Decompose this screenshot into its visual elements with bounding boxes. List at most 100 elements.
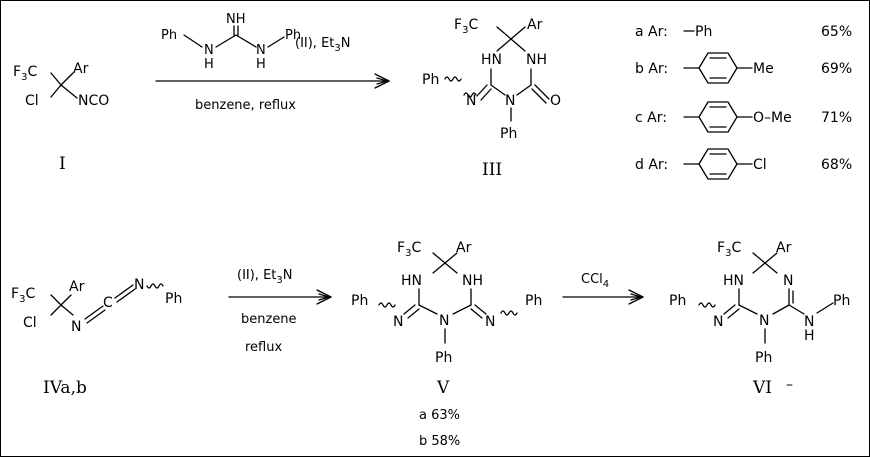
n-right-label: N [485,314,495,330]
cl-label: Cl [23,315,37,331]
cf3-c: C [468,17,478,33]
hn-label: HN [723,273,744,289]
n-ring-label: N [759,313,769,329]
compound-III: F3C Ar HN NH N O N Ph Ph III [422,17,561,180]
wavy-bond [444,76,462,82]
substituent-label: Me [753,61,774,77]
svg-text:F3C: F3C [717,240,741,259]
double-bond [534,84,550,100]
ccl4-subscript: 4 [603,279,609,290]
double-bond [84,305,104,320]
compound-IVab: F3C Ar Cl N C N Ph IVa,b [11,277,182,398]
arrow-head [376,80,388,85]
ar-table: a Ar: Ph 65% b Ar: Me 69% c Ar: O–Me 71% [635,24,852,180]
reagent-text: (II), Et [237,268,276,283]
bond [738,304,758,315]
ar-label: Ar [527,17,543,33]
cf3-f: F [454,17,462,33]
conditions-text: reflux [245,340,282,355]
row-letter: a Ar: [635,24,668,40]
bond [752,252,766,264]
bond [183,34,203,48]
ph-bottom-label: Ph [755,350,772,366]
arrow-head [628,289,644,298]
n-left-label: N [393,314,403,330]
double-bond [407,308,420,319]
double-bond [727,308,740,319]
cf3-subscript: 3 [19,294,25,305]
bond [60,84,78,99]
arrow-head [316,296,332,305]
double-bond [403,304,416,315]
yield-b: b 58% [419,434,460,449]
arrow-head [318,296,330,301]
substituent-label: Cl [753,157,767,173]
reaction-arrow-3: CCl4 [562,272,644,305]
yield-a: a 63% [419,408,460,423]
bond [267,36,285,48]
o-label: O [550,93,561,109]
n-ring-label: N [439,313,449,329]
cf3-subscript: 3 [725,248,731,259]
double-bond [114,284,134,299]
ph-bottom-label: Ph [435,350,452,366]
conditions-text: benzene, reflux [195,98,296,113]
bond [510,38,526,52]
h-right-label: H [256,57,266,72]
bond [516,84,532,96]
substituent-label: O–Me [753,110,792,126]
svg-text:F3C: F3C [454,17,478,36]
bond [60,72,74,86]
ar-label: Ar [69,279,85,295]
ph-left-label: Ph [422,72,439,88]
ar-row-b: b Ar: Me 69% [635,52,852,84]
nh-label: NH [462,273,483,289]
compound-V: F3C Ar HN NH N N Ph N Ph Ph V a 63% b 58… [351,240,542,449]
bond [418,304,438,315]
cf3-f: F [397,240,405,256]
yield-label: 71% [821,110,852,126]
cf3-subscript: 3 [21,72,27,83]
yield-label: 65% [821,24,852,40]
ar-row-d: d Ar: Cl 68% [635,148,852,180]
row-letter: d Ar: [635,157,668,173]
reagent-text: CCl [581,272,603,287]
bond [432,252,446,264]
ar-label: Ar [776,240,792,256]
yield-label: 68% [821,157,852,173]
cf3-subscript: 3 [462,25,468,36]
ar-row-a: a Ar: Ph 65% [635,24,852,40]
n-right-label: N [256,43,266,58]
compound-label-I: I [59,154,66,174]
svg-text:F3C: F3C [11,286,35,305]
et3-subscript: 3 [276,275,282,286]
conditions-text: benzene [241,312,297,327]
arrow-head [374,80,390,89]
svg-text:F3C: F3C [397,240,421,259]
ar-label: Ar [73,61,89,77]
bond [764,252,778,264]
bond [496,38,512,52]
cf3-f: F [717,240,725,256]
nh-h-label: H [804,328,815,344]
compound-label-III: III [482,160,502,180]
arrow-head [628,296,644,305]
n-top-label: N [783,273,793,289]
cf3-f: F [11,286,19,302]
reagent-text: (II), Et [295,36,334,51]
yield-label: 69% [821,61,852,77]
ph-left-label: Ph [351,293,368,309]
double-bond [470,308,483,319]
compound-VI: F3C Ar HN N N N Ph N H Ph Ph VI – [669,240,850,398]
h-left-label: H [204,57,214,72]
wavy-bond [698,302,716,308]
bond [235,34,257,48]
compound-label-VI: VI [752,378,772,398]
arrow-head [376,77,388,82]
double-bond [116,288,136,303]
n-left-label: N [713,314,723,330]
nh-n-label: N [804,314,814,330]
bond [50,84,62,98]
double-bond [480,88,492,101]
